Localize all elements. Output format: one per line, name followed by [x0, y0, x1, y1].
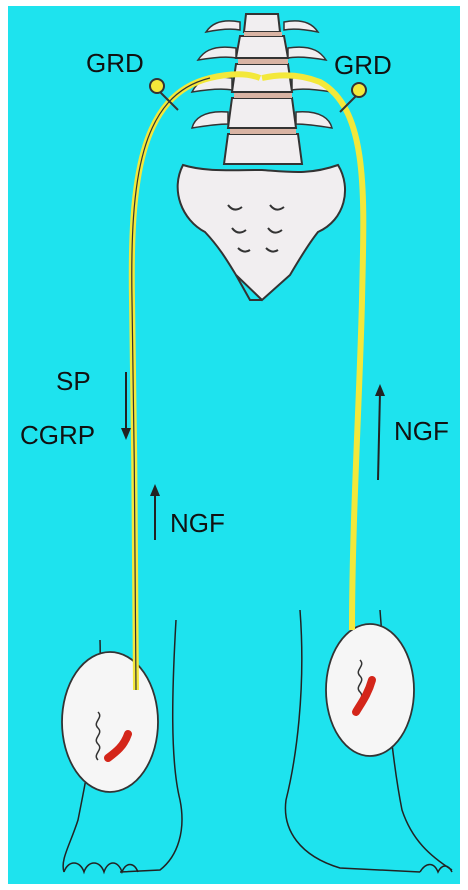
ngf-left-label: NGF [170, 508, 225, 538]
right-ganglion [352, 83, 366, 97]
cgrp-label: CGRP [20, 420, 95, 450]
ngf-right-label: NGF [394, 416, 449, 446]
grd-left-label: GRD [86, 48, 144, 78]
sp-label: SP [56, 366, 91, 396]
left-skin-patch [62, 652, 158, 792]
left-ganglion [150, 79, 164, 93]
grd-right-label: GRD [334, 50, 392, 80]
